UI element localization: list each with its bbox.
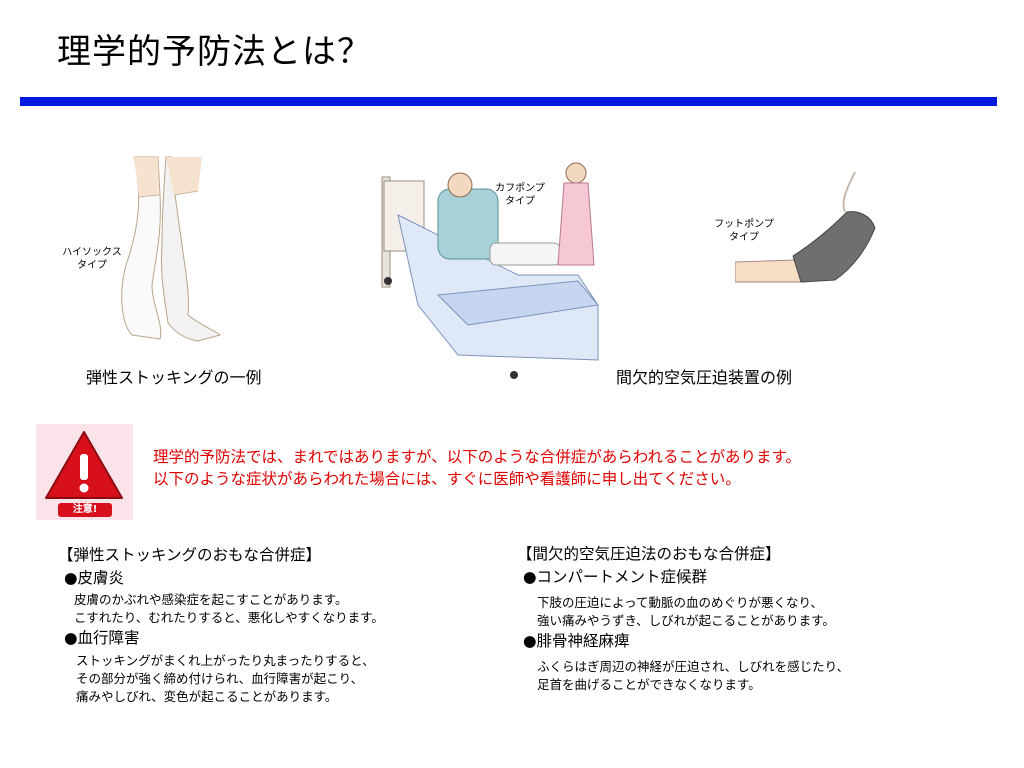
foot-pump-type-label: フットポンプ タイプ (714, 219, 774, 243)
title-underline (20, 97, 997, 106)
page-title: 理学的予防法とは？ (57, 32, 372, 72)
peroneal-nerve-palsy-heading: ●腓骨神経麻痺 (523, 632, 630, 650)
ipc-complications-heading: 【間欠的空気圧迫法のおもな合併症】 (517, 545, 781, 563)
ipc-caption: 間欠的空気圧迫装置の例 (616, 368, 793, 387)
warning-notice: 理学的予防法では、まれではありますが、以下のような合併症があらわれることがありま… (153, 446, 801, 490)
dermatitis-line: 皮膚のかぶれや感染症を起こすことがあります。 (74, 592, 348, 607)
circulation-disorder-line: その部分が強く締め付けられ、血行障害が起こり、 (76, 671, 364, 686)
warning-badge: 注意! (36, 424, 133, 520)
dermatitis-line: こすれたり、むれたりすると、悪化しやすくなります。 (74, 610, 384, 625)
warning-triangle-icon (45, 431, 123, 517)
compartment-syndrome-heading: ●コンパートメント症候群 (523, 568, 708, 586)
warning-line-1: 理学的予防法では、まれではありますが、以下のような合併症があらわれることがありま… (153, 448, 801, 466)
peroneal-nerve-palsy-line: 足首を曲げることができなくなります。 (537, 677, 761, 692)
stocking-legs-illustration (121, 156, 221, 342)
warning-line-2: 以下のような症状があらわれた場合には、すぐに医師や看護師に申し出てください。 (153, 470, 741, 488)
ipc-complications-section: 【間欠的空気圧迫法のおもな合併症】 ●コンパートメント症候群 下肢の圧迫によって… (517, 542, 849, 694)
stocking-complications-section: 【弾性ストッキングのおもな合併症】 ●皮膚炎 皮膚のかぶれや感染症を起こすことが… (58, 543, 384, 706)
bed-calf-pump-illustration (381, 162, 599, 379)
compartment-syndrome-line: 下肢の圧迫によって動脈の血のめぐりが悪くなり、 (537, 595, 824, 610)
dermatitis-heading: ●皮膚炎 (64, 569, 125, 587)
warning-badge-label: 注意! (72, 504, 98, 515)
stocking-type-label: ハイソックス タイプ (62, 247, 122, 271)
calf-pump-type-label: カフポンプ タイプ (495, 183, 545, 207)
circulation-disorder-line: 痛みやしびれ、変色が起こることがあります。 (76, 689, 338, 704)
circulation-disorder-heading: ●血行障害 (64, 629, 140, 647)
foot-pump-illustration (735, 172, 876, 283)
compartment-syndrome-line: 強い痛みやうずき、しびれが起こることがあります。 (537, 613, 835, 628)
stocking-complications-heading: 【弾性ストッキングのおもな合併症】 (58, 546, 322, 564)
peroneal-nerve-palsy-line: ふくらはぎ周辺の神経が圧迫され、しびれを感じたり、 (537, 659, 850, 674)
circulation-disorder-line: ストッキングがまくれ上がったり丸まったりすると、 (76, 653, 375, 668)
stocking-caption: 弾性ストッキングの一例 (86, 368, 262, 387)
